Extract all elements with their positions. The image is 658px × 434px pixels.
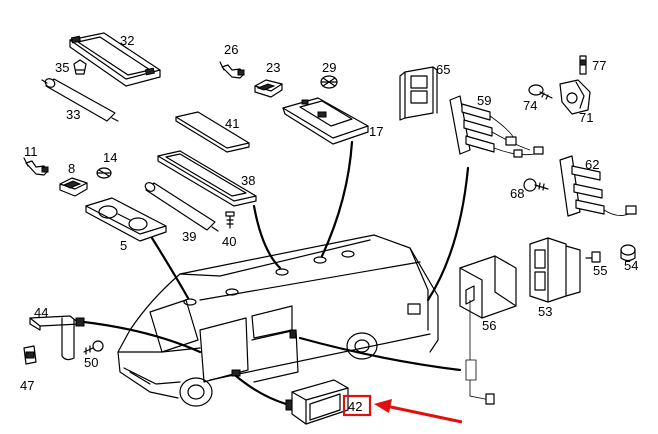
label-17: 17 [369, 124, 383, 139]
label-42: 42 [348, 399, 362, 414]
label-23: 23 [266, 60, 280, 75]
label-77: 77 [592, 58, 606, 73]
label-65: 65 [436, 62, 450, 77]
label-50: 50 [84, 355, 98, 370]
label-54: 54 [624, 258, 638, 273]
part-5-reading-light[interactable] [85, 197, 167, 242]
part-39-tube[interactable] [144, 181, 219, 232]
part-74-screw[interactable] [528, 84, 553, 100]
part-50-screw[interactable] [83, 340, 104, 355]
part-26-connector[interactable] [219, 61, 245, 79]
label-35: 35 [55, 60, 69, 75]
part-32-cover-strip[interactable] [69, 32, 161, 87]
part-77-clip[interactable] [579, 55, 587, 75]
part-68-screw[interactable] [523, 178, 549, 192]
part-53-rocker-switch[interactable] [529, 237, 581, 303]
part-47-clip[interactable] [23, 345, 37, 365]
label-44: 44 [34, 305, 48, 320]
label-39: 39 [182, 229, 196, 244]
part-14-bulb[interactable] [96, 167, 112, 179]
label-38: 38 [241, 173, 255, 188]
part-8-switch[interactable] [59, 177, 88, 197]
label-68: 68 [510, 186, 524, 201]
label-26: 26 [224, 42, 238, 57]
part-40-screw[interactable] [225, 211, 235, 229]
label-33: 33 [66, 107, 80, 122]
highlight-arrow [374, 399, 463, 424]
part-59-connector-assembly[interactable] [449, 95, 544, 158]
part-65-switch-panel[interactable] [399, 66, 438, 121]
leader-lines [82, 140, 470, 406]
label-11: 11 [24, 144, 38, 159]
label-53: 53 [538, 304, 552, 319]
label-55: 55 [593, 263, 607, 278]
label-71: 71 [579, 110, 593, 125]
part-62-connector-assembly[interactable] [559, 155, 637, 217]
part-23-switch[interactable] [254, 79, 283, 98]
label-5: 5 [120, 238, 127, 253]
part-33-tube[interactable] [41, 77, 119, 122]
part-56-contact-switch[interactable] [459, 255, 517, 405]
label-59: 59 [477, 93, 491, 108]
label-56: 56 [482, 318, 496, 333]
part-54-cap[interactable] [620, 244, 636, 262]
label-40: 40 [222, 234, 236, 249]
part-11-connector[interactable] [23, 157, 49, 176]
label-14: 14 [103, 150, 117, 165]
part-55-connector[interactable] [585, 251, 601, 263]
label-29: 29 [322, 60, 336, 75]
part-17-light-housing[interactable] [282, 97, 369, 145]
part-44-hinge[interactable] [29, 315, 85, 361]
label-41: 41 [225, 116, 239, 131]
part-41-panel[interactable] [175, 111, 250, 153]
label-62: 62 [585, 157, 599, 172]
part-35-bulb[interactable] [73, 59, 87, 75]
part-38-lens-strip[interactable] [157, 150, 257, 207]
label-74: 74 [523, 98, 537, 113]
part-29-bulb[interactable] [320, 75, 338, 89]
label-32: 32 [120, 33, 134, 48]
highlight-box [342, 394, 372, 417]
part-71-bracket[interactable] [559, 79, 591, 115]
label-47: 47 [20, 378, 34, 393]
van-body [117, 234, 439, 407]
part-42-switch[interactable] [285, 379, 349, 425]
label-8: 8 [68, 161, 75, 176]
